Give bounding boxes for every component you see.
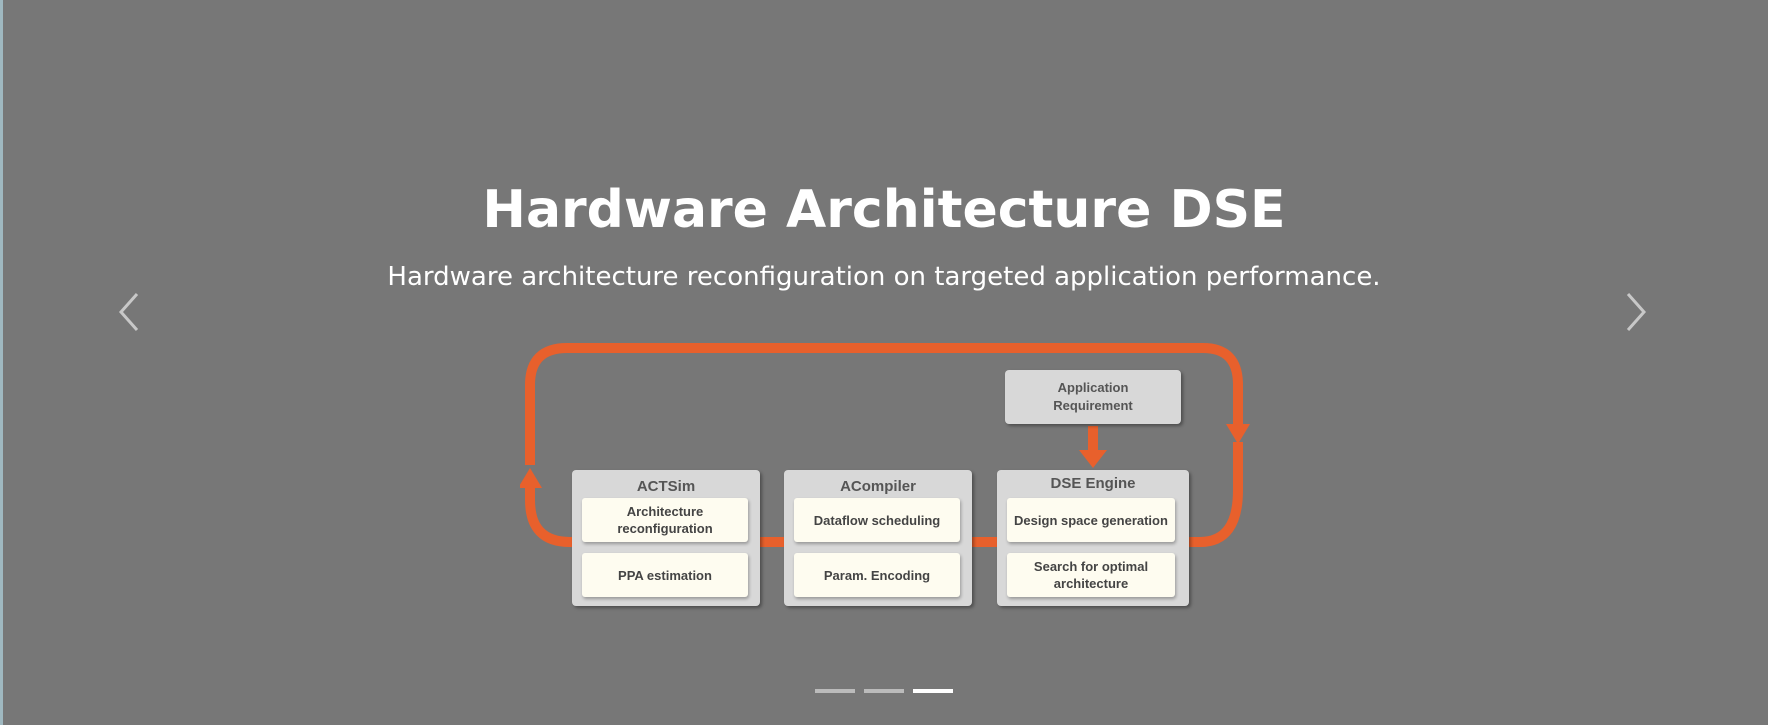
chevron-left-icon	[118, 293, 139, 331]
carousel-indicator-3[interactable]	[913, 689, 953, 693]
dse-flow-diagram: Application Requirement ACTSim Architect…	[520, 340, 1250, 620]
chevron-right-icon	[1626, 293, 1647, 331]
actsim-group: ACTSim Architecture reconfiguration PPA …	[572, 470, 760, 606]
card-param-encoding: Param. Encoding	[794, 553, 960, 597]
carousel-indicators	[0, 689, 1768, 693]
carousel-indicator-2[interactable]	[864, 689, 904, 693]
card-design-space-generation: Design space generation	[1007, 498, 1175, 542]
card-dataflow-scheduling: Dataflow scheduling	[794, 498, 960, 542]
card-architecture-reconfiguration: Architecture reconfiguration	[582, 498, 748, 542]
carousel-prev-button[interactable]	[115, 290, 155, 334]
acompiler-group: ACompiler Dataflow scheduling Param. Enc…	[784, 470, 972, 606]
application-requirement-box: Application Requirement	[1005, 370, 1181, 424]
group-title: ACompiler	[840, 478, 916, 495]
group-title: DSE Engine	[1050, 475, 1136, 492]
carousel-indicator-1[interactable]	[815, 689, 855, 693]
group-title: ACTSim	[636, 478, 696, 495]
slide-subtitle: Hardware architecture reconfiguration on…	[387, 262, 1381, 292]
card-search-optimal-architecture: Search for optimal architecture	[1007, 553, 1175, 597]
dse-engine-group: DSE Engine Design space generation Searc…	[997, 470, 1189, 606]
left-edge-strip	[0, 0, 3, 725]
slide-title: Hardware Architecture DSE	[482, 180, 1286, 240]
card-ppa-estimation: PPA estimation	[582, 553, 748, 597]
carousel-next-button[interactable]	[1618, 290, 1658, 334]
